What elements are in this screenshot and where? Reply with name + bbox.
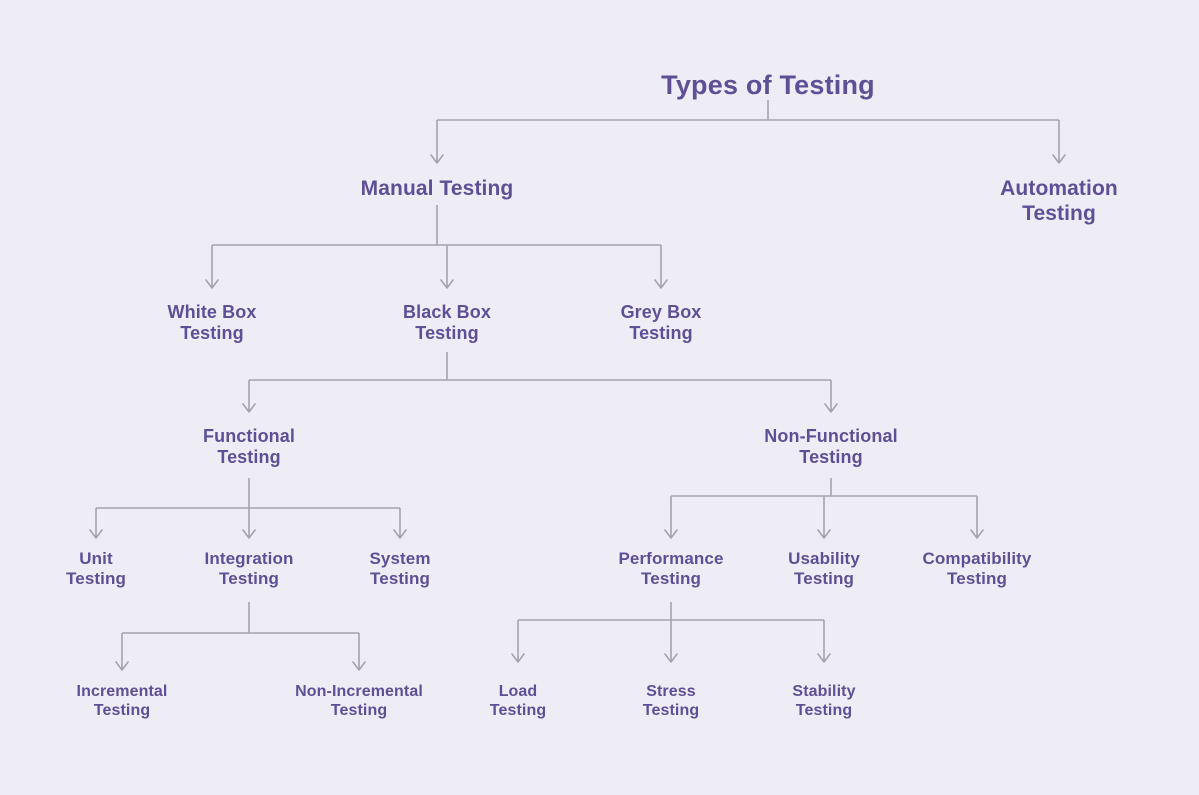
node-compatibility[interactable]: Compatibility Testing [922, 549, 1032, 588]
node-white-box[interactable]: White Box Testing [167, 302, 257, 344]
page-title: Types of Testing [661, 70, 875, 100]
black-box-bus-arrow-0 [242, 403, 256, 413]
performance-bus-arrow-1 [664, 653, 678, 663]
non-functional-bus-arrow-2 [970, 529, 984, 539]
node-system[interactable]: System Testing [369, 549, 431, 588]
node-unit[interactable]: Unit Testing [66, 549, 126, 588]
manual-bus-arrow-0 [205, 279, 219, 289]
title-bus-arrow-0 [430, 154, 444, 164]
node-integration[interactable]: Integration Testing [204, 549, 294, 588]
non-functional-bus-arrow-1 [817, 529, 831, 539]
black-box-bus-arrow-1 [824, 403, 838, 413]
node-usability[interactable]: Usability Testing [788, 549, 860, 588]
manual-bus-arrow-1 [440, 279, 454, 289]
integration-bus-arrow-0 [115, 661, 129, 671]
node-load[interactable]: Load Testing [489, 683, 547, 719]
node-non-functional[interactable]: Non-Functional Testing [764, 426, 898, 468]
node-grey-box[interactable]: Grey Box Testing [620, 302, 702, 344]
node-performance[interactable]: Performance Testing [618, 549, 724, 588]
manual-bus-arrow-2 [654, 279, 668, 289]
node-functional[interactable]: Functional Testing [203, 426, 295, 468]
node-incremental[interactable]: Incremental Testing [76, 683, 168, 719]
performance-bus-arrow-0 [511, 653, 525, 663]
node-stress[interactable]: Stress Testing [642, 683, 700, 719]
non-functional-bus-arrow-0 [664, 529, 678, 539]
performance-bus-arrow-2 [817, 653, 831, 663]
node-manual[interactable]: Manual Testing [360, 177, 514, 200]
title-bus-arrow-1 [1052, 154, 1066, 164]
node-automation[interactable]: Automation Testing [1000, 177, 1118, 225]
integration-bus-arrow-1 [352, 661, 366, 671]
node-black-box[interactable]: Black Box Testing [403, 302, 491, 344]
node-stability[interactable]: Stability Testing [792, 683, 856, 719]
functional-bus-arrow-0 [89, 529, 103, 539]
functional-bus-arrow-1 [242, 529, 256, 539]
functional-bus-arrow-2 [393, 529, 407, 539]
node-non-incremental[interactable]: Non-Incremental Testing [295, 683, 423, 719]
